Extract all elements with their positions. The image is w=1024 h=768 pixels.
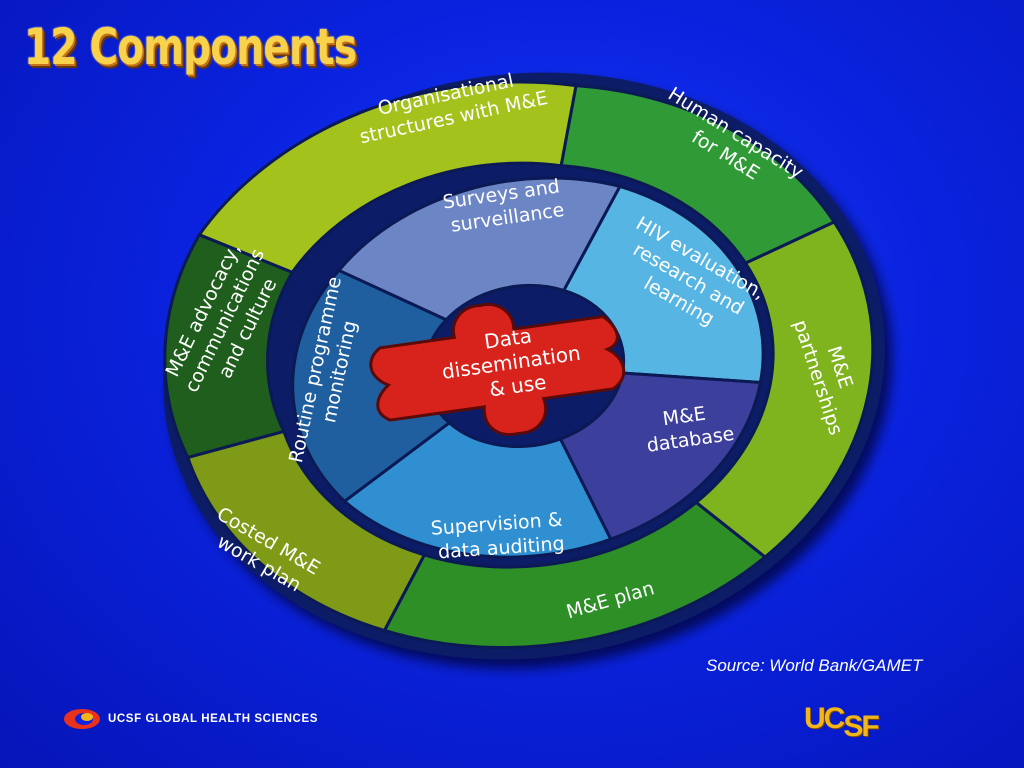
ucsf-logo-part2: SF (843, 710, 879, 743)
outer-ring (163, 80, 875, 650)
center-piece (369, 303, 626, 437)
inner-segment-me-database (558, 371, 763, 542)
inner-segment-hiv-evaluation (561, 184, 765, 385)
footer-org-name: UCSF GLOBAL HEALTH SCIENCES (108, 713, 319, 725)
inner-segment-supervision (342, 420, 613, 559)
ucsf-logo-part1: UC (804, 702, 845, 735)
outer-segment-organisational-structures (196, 80, 578, 275)
center-puzzle-shape (369, 303, 626, 437)
outer-segment-advocacy (163, 232, 295, 460)
footer-logo: UCSF GLOBAL HEALTH SCIENCES (62, 708, 318, 730)
page-title: 12 Components (24, 18, 357, 76)
inner-segment-surveys (336, 176, 623, 322)
ucsf-globe-icon (64, 709, 100, 729)
source-note: Source: World Bank/GAMET (706, 656, 923, 675)
inner-ring (291, 176, 765, 559)
ucsf-logo: UCSF (804, 702, 880, 743)
